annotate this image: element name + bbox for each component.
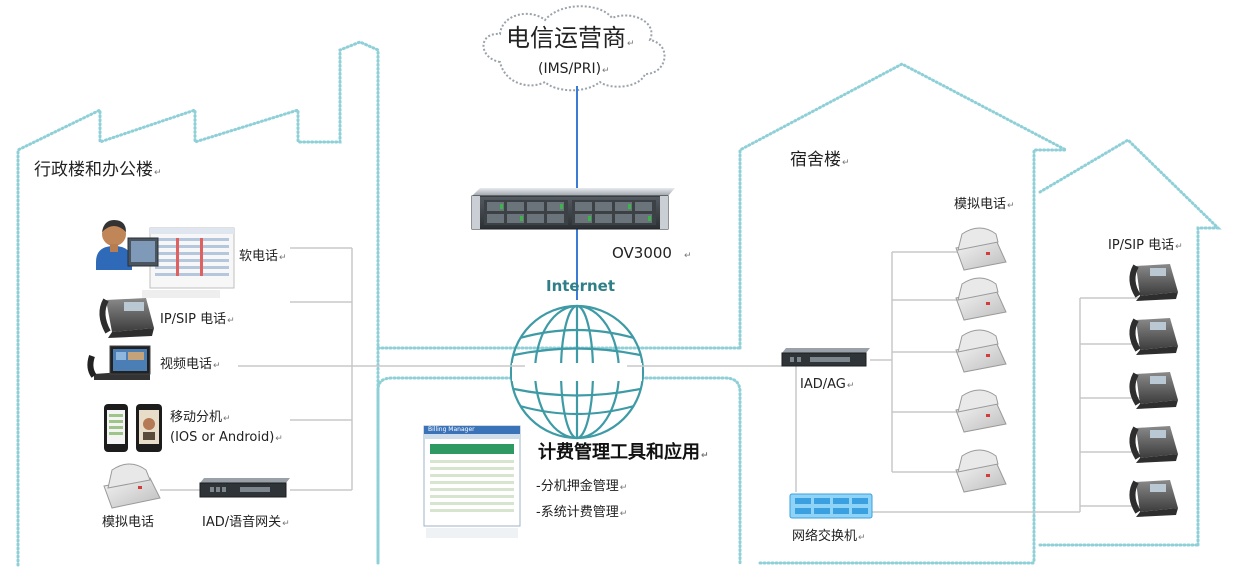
softphone-label: 软电话↵ [239,250,287,263]
ip-phone-left [99,298,154,338]
softphone-label-text: 软电话 [239,249,279,264]
admin-building-title: 行政楼和办公楼↵ [34,162,162,179]
server-label-text: OV3000 [612,244,672,262]
server-label: OV3000 ↵ [612,246,692,261]
videophone-label: 视频电话↵ [160,358,221,371]
return-mark: ↵ [683,251,692,261]
return-mark: ↵ [602,66,610,76]
return-mark: ↵ [213,361,221,371]
return-mark: ↵ [1175,242,1183,252]
dorm-analog-phone-3 [955,329,1007,373]
internet-globe [509,304,645,440]
dorm-ip-phone-1 [1129,264,1178,301]
dorm-building-title: 宿舍楼↵ [790,152,850,169]
return-mark: ↵ [223,414,231,424]
admin-connector-tree [160,247,525,491]
dorm-ip-phones [1129,264,1178,517]
billing-item-1: -分机押金管理↵ [536,480,627,493]
mobile-label-line2: (IOS or Android)↵ [170,431,283,444]
iad-ag-device [781,348,870,367]
network-switch [789,493,873,519]
dorm-building-outline [738,62,1222,565]
iad-left-label: IAD/语音网关↵ [202,516,290,529]
admin-building-outline [16,40,380,567]
mobile-phones [104,404,162,452]
return-mark: ↵ [279,253,287,263]
dorm-analog-phone-2 [955,277,1007,321]
billing-title: 计费管理工具和应用↵ [538,444,709,462]
dorm-analog-phone-5 [955,449,1007,493]
mobile-label-line1-text: 移动分机 [170,410,223,425]
mobile-label-line2-text: (IOS or Android) [170,430,275,445]
ipphone-left-label: IP/SIP 电话↵ [160,313,235,326]
return-mark: ↵ [227,316,235,326]
return-mark: ↵ [282,519,290,529]
dorm-analog-header-text: 模拟电话 [954,197,1007,212]
billing-item-2: -系统计费管理↵ [536,506,627,519]
ov3000-server [471,188,675,230]
mobile-label-line1: 移动分机↵ [170,411,231,424]
return-mark: ↵ [619,509,628,519]
iad-ag-label-text: IAD/AG [800,377,846,392]
return-mark: ↵ [275,434,283,444]
softphone-device [96,220,235,298]
admin-building-title-text: 行政楼和办公楼 [34,160,153,180]
carrier-subtitle: (IMS/PRI)↵ [538,62,610,76]
dorm-ip-phone-5 [1129,480,1178,517]
iad-left [199,478,290,498]
dorm-ip-header-text: IP/SIP 电话 [1108,238,1175,253]
videophone-label-text: 视频电话 [160,357,213,372]
billing-item-2-text: -系统计费管理 [536,505,619,520]
return-mark: ↵ [1007,201,1015,211]
return-mark: ↵ [842,158,850,168]
dorm-analog-phone-4 [955,389,1007,433]
billing-window-title: Billing Manager [428,426,475,433]
return-mark: ↵ [858,533,866,543]
dorm-ip-phone-4 [1129,426,1178,463]
analog-left-label: 模拟电话 [102,515,155,530]
ipphone-left-label-text: IP/SIP 电话 [160,312,227,327]
iad-left-label-text: IAD/语音网关 [202,515,282,530]
dorm-connector-tree [627,251,1140,513]
dorm-ip-header: IP/SIP 电话↵ [1108,239,1183,252]
billing-title-text: 计费管理工具和应用 [538,442,700,463]
return-mark: ↵ [154,168,162,178]
billing-item-1-text: -分机押金管理 [536,479,619,494]
dorm-analog-phones [955,227,1007,493]
return-mark: ↵ [627,39,635,49]
return-mark: ↵ [619,483,628,493]
return-mark: ↵ [846,381,855,391]
billing-app-window [423,425,521,538]
dorm-ip-phone-2 [1129,318,1178,355]
carrier-title-text: 电信运营商 [506,24,626,52]
carrier-title: 电信运营商↵ [506,26,635,50]
dorm-ip-phone-3 [1129,372,1178,409]
video-phone [87,345,151,380]
dorm-analog-header: 模拟电话↵ [954,198,1015,211]
dorm-building-title-text: 宿舍楼 [790,150,841,170]
internet-label: Internet [546,277,616,295]
iad-ag-label: IAD/AG↵ [800,378,854,391]
return-mark: ↵ [701,451,709,461]
switch-label-text: 网络交换机 [792,529,858,544]
carrier-subtitle-text: (IMS/PRI) [538,61,602,77]
switch-label: 网络交换机↵ [792,530,866,543]
carrier-cloud [482,5,666,92]
analog-phone-left [103,463,161,509]
dorm-analog-phone-1 [955,227,1007,271]
